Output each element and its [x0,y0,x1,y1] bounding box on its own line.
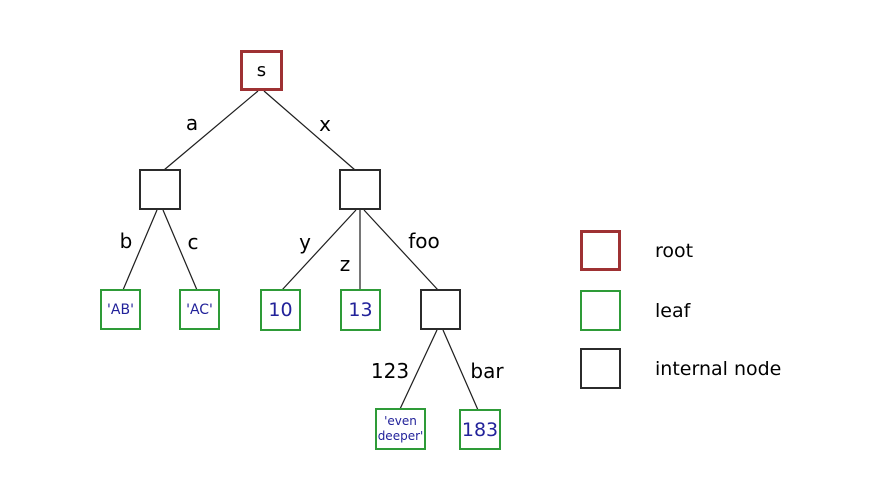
node-root-label: s [256,60,267,81]
edge-x-foo [363,209,439,291]
legend-label-leaf: leaf [655,299,691,322]
edge-a-b [122,209,158,291]
legend-item-leaf: leaf [580,290,690,331]
edge-s-a [163,90,259,171]
edge-label-c: c [187,230,199,254]
edge-label-b: b [119,229,133,253]
node-leaf-ab: 'AB' [100,289,141,330]
node-leaf-even-deeper: 'even deeper' [375,408,426,450]
node-internal-a [139,169,181,210]
node-internal-x [339,169,381,210]
edge-s-x [263,90,356,171]
leaf-value: 10 [268,299,293,321]
edge-label-a: a [185,111,199,135]
legend-swatch-root [580,230,621,271]
edge-label-123: 123 [370,359,410,383]
legend-label-root: root [655,239,694,262]
edge-foo-123 [399,329,438,410]
edge-label-bar: bar [470,359,504,383]
leaf-value-line1: 'even [384,414,417,428]
node-root: s [240,50,283,91]
edge-label-z: z [339,252,351,276]
edge-label-foo: foo [408,229,440,253]
edge-label-x: x [319,112,331,136]
node-leaf-183: 183 [459,409,501,450]
legend-swatch-internal [580,348,621,389]
leaf-value: 'AC' [186,301,213,318]
node-internal-foo [420,289,461,330]
legend-label-internal: internal node [655,357,782,380]
legend-swatch-leaf [580,290,621,331]
edge-label-y: y [299,230,311,254]
leaf-value: 13 [348,299,373,321]
leaf-value-line2: deeper' [377,429,424,443]
leaf-value: 'AB' [107,301,134,318]
node-leaf-ac: 'AC' [179,289,220,330]
leaf-value: 183 [461,418,499,441]
node-leaf-10: 10 [260,289,301,331]
edge-x-y [281,209,357,291]
legend-item-internal: internal node [580,348,781,389]
legend-item-root: root [580,230,693,271]
edge-a-c [162,209,198,291]
edge-foo-bar [442,329,479,411]
node-leaf-13: 13 [340,289,381,331]
